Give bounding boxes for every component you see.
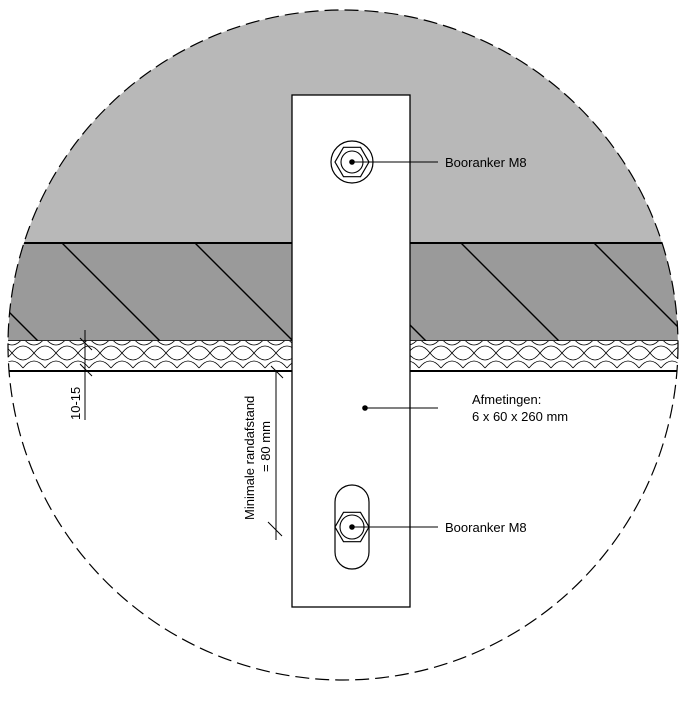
gap-dimension [79,330,93,420]
gap-label: 10-15 [68,387,83,420]
detail-circle [7,9,679,681]
anchor-top-label: Booranker M8 [445,155,527,170]
anchor-bottom-label: Booranker M8 [445,520,527,535]
edge-distance-label-line1: Minimale randafstand [242,396,257,520]
dimensions-value: 6 x 60 x 260 mm [472,409,568,424]
edge-distance-label-line2: = 80 mm [258,421,273,472]
dimensions-title: Afmetingen: [472,392,541,407]
edge-distance-dimension [267,365,284,540]
